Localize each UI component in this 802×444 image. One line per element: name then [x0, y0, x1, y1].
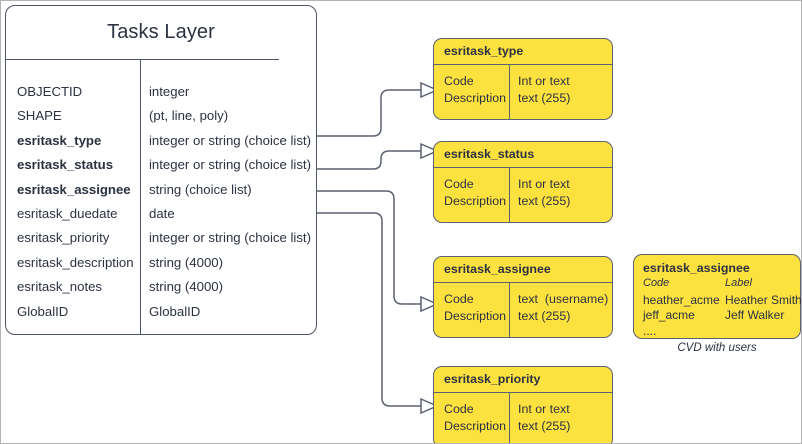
domain-right-column: Int or text text (255) [518, 402, 571, 433]
domain-left-column: Code Description [444, 177, 506, 208]
field-type: GlobalID [149, 303, 201, 319]
domain-title-divider [434, 64, 612, 65]
cvd-title: esritask_assignee [643, 261, 750, 275]
entity-tasks-layer[interactable]: Tasks Layer OBJECTID integer SHAPE (pt, … [5, 5, 317, 335]
cvd-code: jeff_acme [643, 308, 695, 322]
field-row[interactable]: esritask_notes string (4000) [6, 279, 316, 303]
field-name: OBJECTID [17, 84, 83, 99]
cvd-header-label: Label [725, 277, 752, 289]
cvd-caption: CVD with users [677, 342, 757, 354]
field-row[interactable]: OBJECTID integer [6, 84, 316, 108]
cvd-row[interactable]: heather_acme Heather Smith [643, 292, 802, 309]
field-row[interactable]: GlobalID GlobalID [6, 304, 316, 328]
field-name: esritask_type [17, 132, 102, 148]
entity-column-divider [140, 59, 141, 334]
field-row[interactable]: esritask_description string (4000) [6, 255, 316, 279]
domain-column-divider [509, 64, 510, 119]
domain-title: esritask_type [444, 44, 524, 58]
field-type: string (4000) [149, 279, 224, 295]
domain-right-column: Int or text text (255) [518, 177, 571, 208]
field-row[interactable]: esritask_priority integer or string (cho… [6, 230, 316, 254]
field-type: date [149, 205, 175, 221]
cvd-code: .... [643, 323, 657, 338]
domain-box-esritask-type[interactable]: esritask_type Code Description Int or te… [433, 38, 613, 120]
domain-column-divider [509, 167, 510, 222]
domain-title-divider [434, 282, 612, 283]
domain-box-esritask-assignee[interactable]: esritask_assignee Code Description text … [433, 256, 613, 338]
domain-box-esritask-status[interactable]: esritask_status Code Description Int or … [433, 141, 613, 223]
entity-title-divider [6, 59, 279, 60]
field-name: SHAPE [17, 108, 62, 124]
field-row[interactable]: esritask_type integer or string (choice … [6, 133, 316, 157]
field-type: string (choice list) [149, 181, 252, 197]
field-type: (pt, line, poly) [149, 108, 229, 124]
domain-title: esritask_status [444, 147, 535, 161]
domain-right-column: Int or text text (255) [518, 74, 571, 105]
domain-title-divider [434, 392, 612, 393]
field-name: esritask_status [17, 157, 114, 173]
field-type: integer or string (choice list) [149, 132, 311, 148]
field-name: esritask_priority [17, 230, 110, 246]
field-type: integer [149, 84, 190, 99]
cvd-box-esritask-assignee[interactable]: esritask_assignee Code Label heather_acm… [633, 254, 801, 339]
field-name: esritask_description [17, 254, 134, 270]
field-name: esritask_duedate [17, 205, 118, 221]
cvd-label: Jeff Walker [725, 308, 785, 322]
connector-assignee [317, 190, 421, 305]
domain-left-column: Code Description [444, 74, 506, 105]
field-name: esritask_assignee [17, 181, 131, 197]
domain-left-column: Code Description [444, 292, 506, 323]
domain-left-column: Code Description [444, 402, 506, 433]
domain-title: esritask_priority [444, 372, 541, 386]
field-row[interactable]: SHAPE (pt, line, poly) [6, 108, 316, 132]
field-name: esritask_notes [17, 279, 103, 295]
field-type: integer or string (choice list) [149, 157, 311, 173]
cvd-header-row: Code Label [643, 277, 799, 293]
cvd-table: Code Label heather_acme Heather Smith je… [643, 277, 802, 340]
field-row[interactable]: esritask_assignee string (choice list) [6, 182, 316, 206]
cvd-row[interactable]: jeff_acme Jeff Walker [643, 308, 799, 324]
domain-right-column: text (username) text (255) [518, 292, 609, 323]
field-row[interactable]: esritask_status integer or string (choic… [6, 157, 316, 181]
entity-title: Tasks Layer [107, 21, 215, 43]
connector-priority [317, 212, 421, 407]
domain-column-divider [509, 282, 510, 337]
cvd-label: Heather Smith [725, 292, 802, 307]
domain-title-divider [434, 167, 612, 168]
cvd-row[interactable]: .... [643, 324, 799, 340]
domain-box-esritask-priority[interactable]: esritask_priority Code Description Int o… [433, 366, 613, 443]
connector-status [317, 150, 421, 170]
connector-type [317, 89, 421, 137]
domain-column-divider [509, 392, 510, 443]
field-type: integer or string (choice list) [149, 230, 311, 246]
entity-field-list: OBJECTID integer SHAPE (pt, line, poly) … [6, 59, 316, 328]
cvd-header-code: Code [643, 277, 670, 289]
field-name: GlobalID [17, 303, 69, 319]
cvd-code: heather_acme [643, 292, 720, 307]
field-type: string (4000) [149, 254, 224, 270]
domain-title: esritask_assignee [444, 262, 551, 276]
field-row[interactable]: esritask_duedate date [6, 206, 316, 230]
